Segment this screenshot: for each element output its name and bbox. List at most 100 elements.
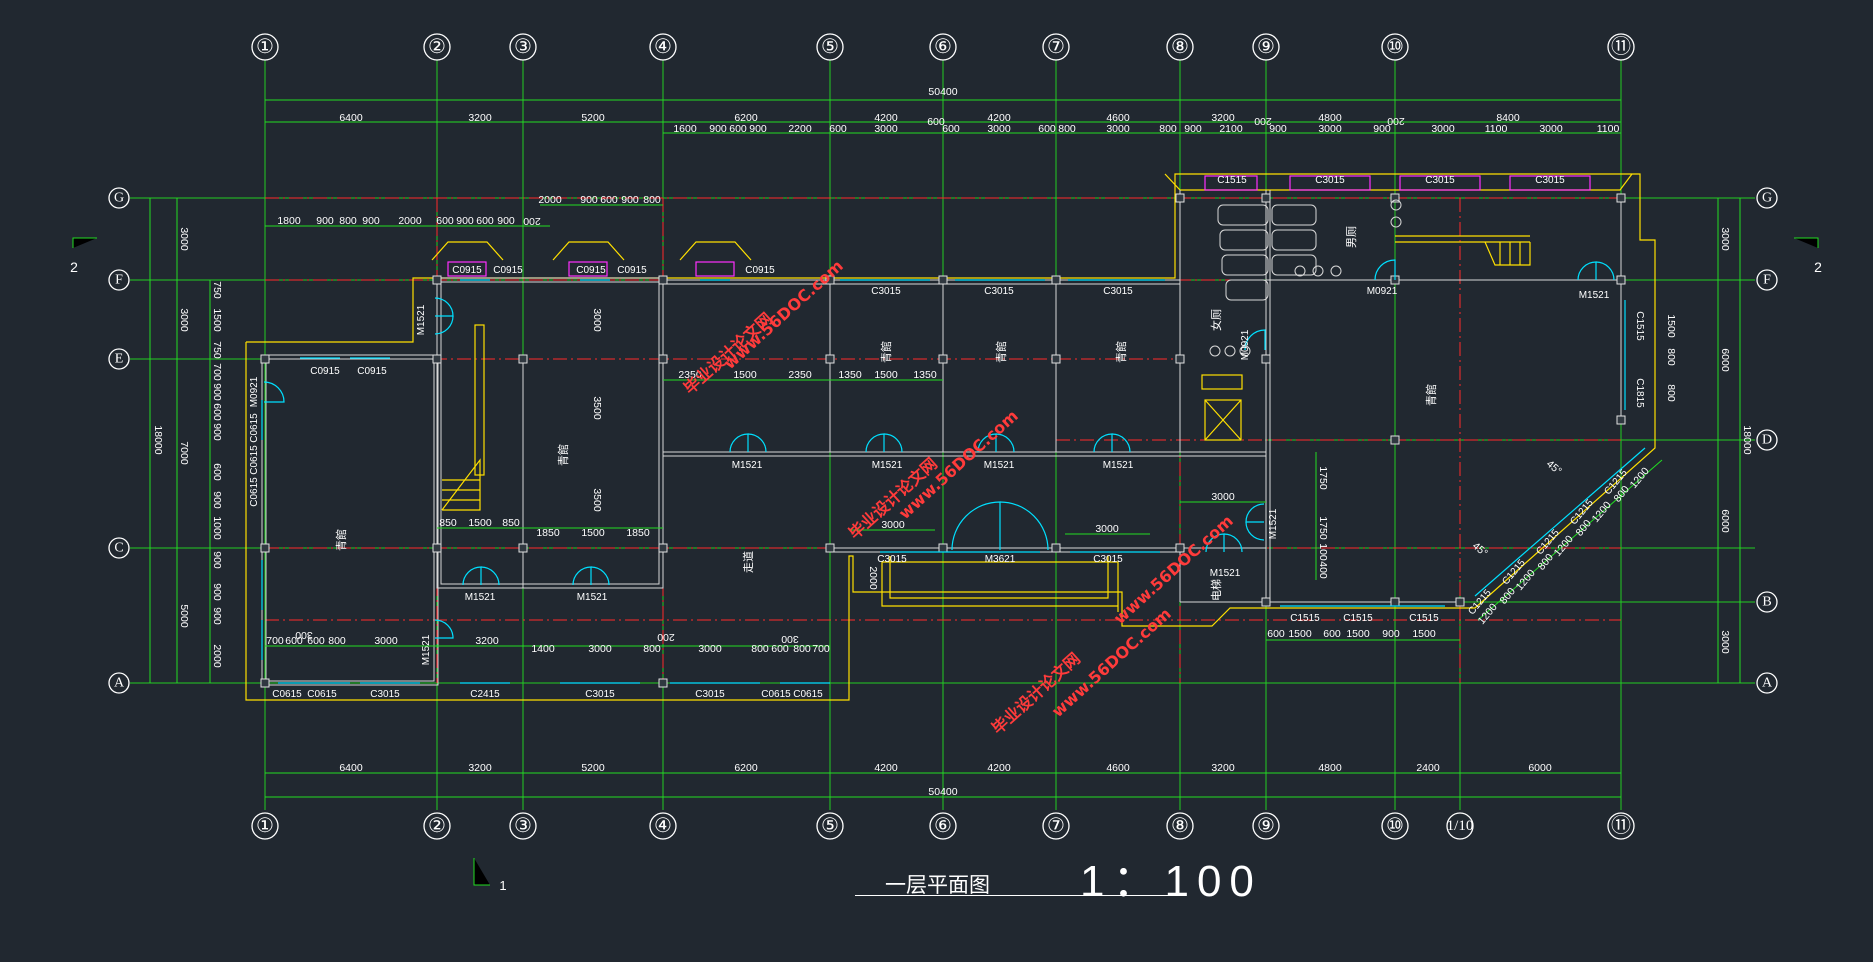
right-axis-bubbles: G F D B A (1756, 187, 1778, 694)
dim-label: 6000 (1719, 348, 1731, 372)
axis-label: B (1762, 595, 1771, 610)
axis-label: D (1762, 433, 1772, 448)
window-label: C3015 (1315, 175, 1345, 186)
axis-label: ① (256, 815, 274, 837)
drawing-title: 一层平面图 (885, 873, 990, 897)
building-outline (245, 173, 1656, 701)
door-label: M1521 (577, 592, 608, 603)
axis-label: ⑪ (1611, 35, 1631, 58)
room-label: 青館 (556, 444, 570, 466)
dim-label: 300 (295, 629, 313, 641)
window-labels: C0915 C0915 C0915 C0915 C0915 C0915 C091… (249, 175, 1645, 700)
columns (260, 193, 1626, 688)
door-label: M1521 (1268, 508, 1279, 539)
dim-label: 3200 (468, 112, 492, 124)
dim-label: 1750 (1317, 516, 1329, 540)
window-label: C3015 (984, 286, 1014, 297)
window-label: C0915 (617, 265, 647, 276)
room-labels: 青館 青館 青館 青館 青館 青館 走道 女厕 男厕 电梯 (334, 226, 1438, 601)
dim-label: 900 (211, 583, 223, 601)
dim-label: 3000 (881, 519, 905, 531)
dim-label: 900 (580, 194, 598, 206)
dim-label: 600 (476, 215, 494, 227)
axis-label: 1/10 (1447, 818, 1474, 834)
window-label: C0615 (272, 689, 302, 700)
dim-label: 1600 (673, 123, 697, 135)
dim-label: 700 (266, 635, 284, 647)
door-label: M1521 (421, 634, 432, 665)
dim-label: 2000 (211, 644, 223, 668)
dim-label: 4200 (874, 762, 898, 774)
window-label: C3015 (871, 286, 901, 297)
dim-label: 700 (812, 643, 830, 655)
overall-dim-label: 50400 (928, 786, 957, 798)
section-mark-bottom: 1 (499, 878, 506, 893)
elevator (1201, 374, 1243, 441)
window-label: C0615 (249, 413, 260, 443)
axis-label: ⑦ (1047, 815, 1065, 837)
dim-label: 5200 (581, 112, 605, 124)
dim-label: 600 (942, 123, 960, 135)
window-label: C1515 (1217, 175, 1247, 186)
top-axis-bubbles: ① ② ③ ④ ⑤ ⑥ ⑦ ⑧ ⑨ ⑩ ⑪ (251, 33, 1635, 61)
dim-label: 1850 (536, 527, 560, 539)
dim-label: 6200 (734, 762, 758, 774)
dim-label: 3000 (1539, 123, 1563, 135)
dim-label: 900 (211, 607, 223, 625)
room-label: 电梯 (1210, 579, 1223, 601)
axis-label: ② (428, 815, 446, 837)
dim-label: 3000 (1318, 123, 1342, 135)
dim-label: 4600 (1106, 762, 1130, 774)
room-label: 女厕 (1209, 309, 1223, 331)
watermarks: 毕业设计论文网 www.56DOC.com 毕业设计论文网 www.56DOC.… (680, 256, 1237, 738)
dim-label: 800 (339, 215, 357, 227)
axis-label: ③ (514, 815, 532, 837)
section-mark-left: 2 (70, 259, 78, 275)
dim-label: 6000 (1719, 509, 1731, 533)
dim-label: 6400 (339, 112, 363, 124)
axis-label: ⑪ (1611, 814, 1631, 837)
dim-label: 18000 (152, 425, 164, 454)
axis-label: ⑧ (1171, 815, 1189, 837)
dim-label: 600 (1267, 628, 1285, 640)
dim-label: 900 (211, 551, 223, 569)
room-label: 青館 (1424, 384, 1438, 406)
axis-label: G (1762, 191, 1772, 206)
dim-label: 3500 (591, 396, 603, 420)
bottom-axis-bubbles: ① ② ③ ④ ⑤ ⑥ ⑦ ⑧ ⑨ ⑩ 1/10 ⑪ (251, 812, 1635, 840)
room-label: 走道 (741, 551, 755, 573)
dim-label: 3000 (588, 643, 612, 655)
dim-label: 1500 (581, 527, 605, 539)
window-label: C1815 (1634, 378, 1645, 408)
dim-label: 4200 (874, 112, 898, 124)
door-labels: M0921 M1521 M1521 M1521 M1521 M1521 M152… (249, 286, 1610, 665)
windows (261, 175, 1646, 684)
dim-label: 3000 (591, 308, 603, 332)
dim-label: 1500 (1288, 628, 1312, 640)
window-label: C1515 (1343, 613, 1373, 624)
axis-label: ⑩ (1386, 36, 1404, 58)
window-label: C0915 (576, 265, 606, 276)
dim-label: 200 (1387, 115, 1405, 127)
dim-label: 3000 (698, 643, 722, 655)
dim-label: 750 (211, 281, 223, 299)
dim-label: 600 (829, 123, 847, 135)
dim-label: 4200 (987, 762, 1011, 774)
axis-label: ⑤ (821, 815, 839, 837)
room-label: 青館 (334, 529, 348, 551)
axis-label: ④ (654, 815, 672, 837)
dim-label: 6200 (734, 112, 758, 124)
window-label: C0615 (761, 689, 791, 700)
dim-label: 900 (362, 215, 380, 227)
window-label: C1515 (1634, 311, 1645, 341)
dim-label: 3000 (987, 123, 1011, 135)
door-label: M1521 (416, 304, 427, 335)
axis-label: F (115, 273, 123, 288)
dim-label: 4800 (1318, 112, 1342, 124)
dim-label: 800 (793, 643, 811, 655)
dim-label: 1500 (1346, 628, 1370, 640)
section-mark-right: 2 (1814, 259, 1822, 275)
window-label: C0615 (249, 477, 260, 507)
interior-dimensions: 2350 1500 2350 1350 1500 1350 850 1500 8… (437, 308, 1329, 590)
axis-label: A (1762, 676, 1773, 691)
